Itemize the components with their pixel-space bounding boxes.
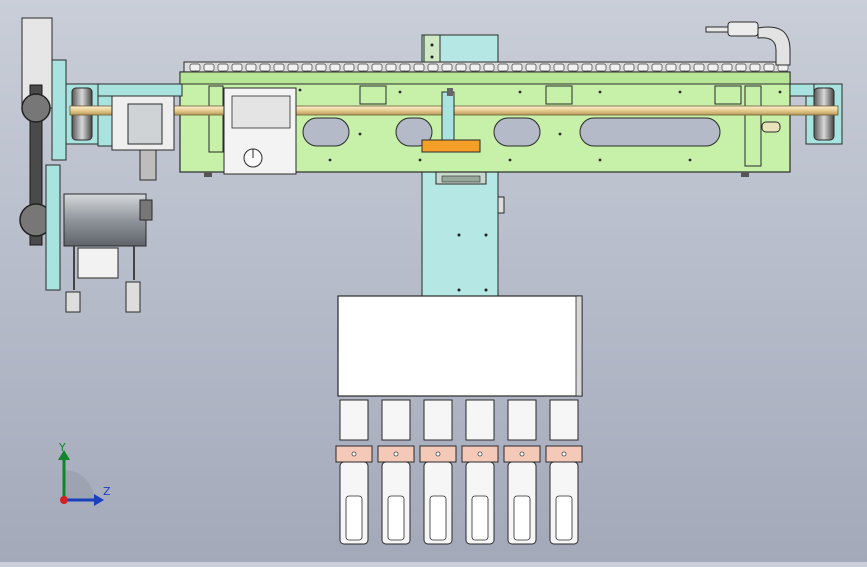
timing-belt bbox=[19, 17, 67, 291]
mounting-bracket bbox=[223, 87, 297, 175]
carriage[interactable] bbox=[421, 88, 481, 153]
gripper-finger[interactable] bbox=[503, 399, 541, 545]
z-axis-label: Z bbox=[103, 485, 111, 498]
drive-gearbox bbox=[111, 95, 175, 181]
gripper-finger[interactable] bbox=[545, 399, 583, 545]
gripper-finger[interactable] bbox=[419, 399, 457, 545]
gripper-finger[interactable] bbox=[335, 399, 373, 545]
y-axis-label: Y bbox=[59, 441, 66, 454]
gripper-finger[interactable] bbox=[461, 399, 499, 545]
coordinate-triad bbox=[58, 450, 104, 506]
cable-chain bbox=[183, 21, 791, 74]
gripper-finger[interactable] bbox=[377, 399, 415, 545]
servo-motor bbox=[63, 193, 153, 313]
gripper-head[interactable] bbox=[337, 295, 583, 397]
